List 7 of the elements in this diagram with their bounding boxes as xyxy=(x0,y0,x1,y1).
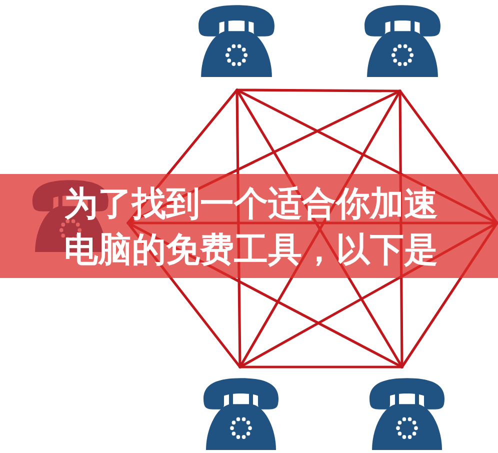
telephone-icon xyxy=(201,376,281,450)
connection-line xyxy=(236,88,402,92)
telephone-icon xyxy=(367,376,447,450)
connection-line xyxy=(238,366,404,368)
title-text: 为了找到一个适合你加速电脑的免费工具，以下是 xyxy=(64,183,439,272)
telephone-icon xyxy=(362,3,443,77)
telephone-icon xyxy=(196,3,277,77)
